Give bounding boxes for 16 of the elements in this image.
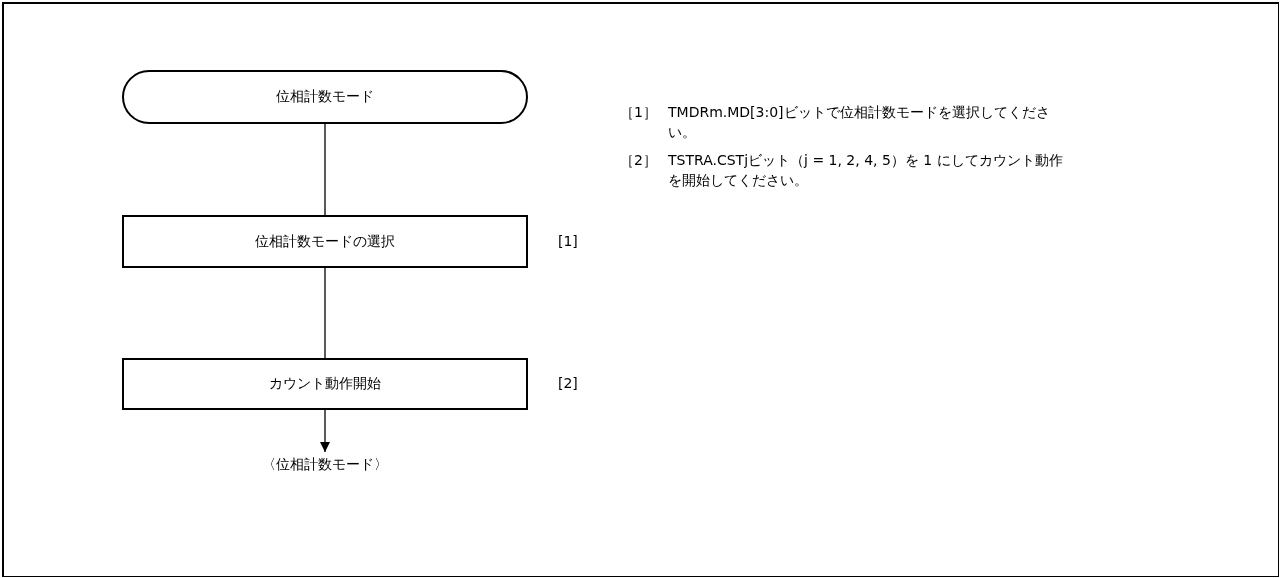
- step-number: [2]: [558, 375, 578, 391]
- node-text: 位相計数モード: [276, 88, 374, 106]
- arrow: [320, 409, 330, 453]
- note-text: TMDRm.MD[3:0]ビットで位相計数モードを選択してください。: [668, 103, 1051, 142]
- terminal-node: [122, 70, 528, 124]
- end-label: 〈位相計数モード〉: [225, 452, 425, 478]
- step-number: ［1］: [620, 103, 658, 122]
- step-number: [1]: [558, 232, 578, 249]
- step-number: ［2］: [620, 151, 658, 170]
- process-box: [122, 358, 528, 410]
- node-text: 位相計数モードの選択: [255, 232, 395, 251]
- process-box: [122, 215, 528, 268]
- connector-line: [324, 123, 326, 216]
- connector-line: [324, 267, 326, 359]
- node-text: カウント動作開始: [269, 375, 381, 393]
- note-text: TSTRA.CSTjビット（j = 1, 2, 4, 5）を 1 にしてカウント動作を開始してください。: [668, 151, 1064, 190]
